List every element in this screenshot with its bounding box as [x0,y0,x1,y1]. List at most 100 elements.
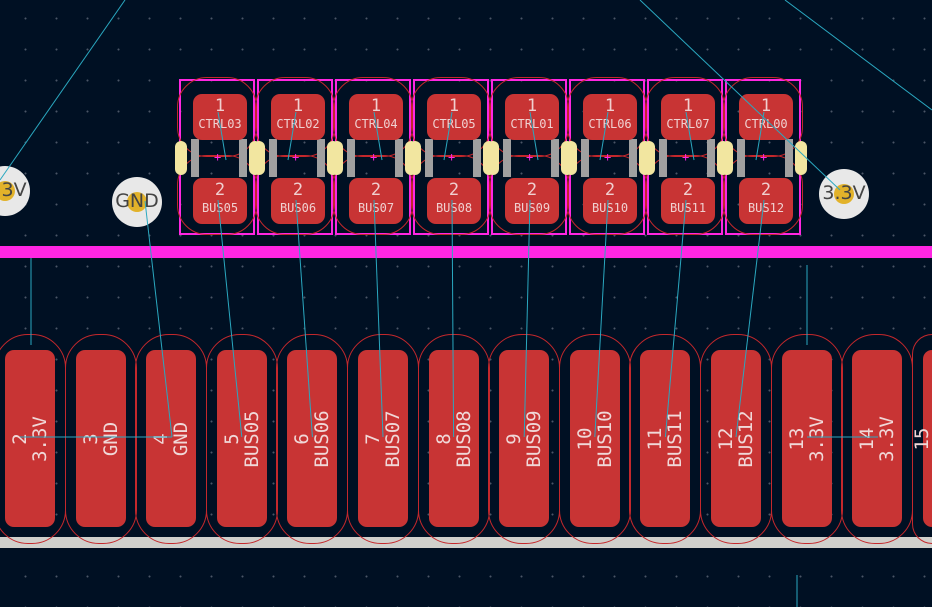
pad-number: 8 [432,432,455,445]
component-body [317,139,325,177]
solder-paste [487,141,499,175]
component-body [269,139,277,177]
component-body [395,139,403,177]
pad-number: 1 [214,96,226,116]
ratsnest-line [0,0,126,181]
pad-net-label: 3.3V [876,415,899,462]
anchor-cross-icon: + [292,150,300,164]
pad-net-label: BUS11 [669,201,707,215]
pad-net-label: BUS05 [201,201,239,215]
anchor-cross-icon: + [682,150,690,164]
pad-net-label: CTRL07 [666,117,710,131]
pad-net-label: GND [170,421,193,456]
solder-paste [331,141,343,175]
component-body [629,139,637,177]
pad-net-label: BUS09 [513,201,551,215]
pad-net-label: BUS07 [382,409,404,468]
pad-number: 1 [760,96,772,116]
component-body [191,139,199,177]
pad-net-label: GND [99,421,122,456]
pad-net-label: CTRL03 [198,117,242,131]
component-body [551,139,559,177]
via-hole [0,181,15,201]
pad-number: 2 [292,180,304,200]
pad-net-label: BUS12 [747,201,785,215]
pad-number: 2 [448,180,460,200]
anchor-cross-icon: + [370,150,378,164]
pad-number: 1 [370,96,382,116]
connector-edge-strip [0,537,932,548]
component-body [503,139,511,177]
pad-number: 1 [682,96,694,116]
pad-net-label: BUS06 [311,409,334,468]
pad-number: 2 [682,180,694,200]
pad-number: 1 [526,96,538,116]
ratsnest-line [784,0,932,111]
anchor-cross-icon: + [760,150,768,164]
connector-pad[interactable]: 15 [911,350,932,527]
component-body [707,139,715,177]
pad-number: 2 [214,180,226,200]
courtyard [177,155,257,235]
anchor-cross-icon: + [526,150,534,164]
pad-number: 2 [9,432,31,445]
solder-paste [795,141,807,175]
pad-net-label: CTRL05 [432,117,476,131]
anchor-cross-icon: + [604,150,612,164]
component-body [239,139,247,177]
via[interactable]: GND [112,177,162,227]
via[interactable]: 3.3V [0,166,30,216]
pad-net-label: BUS11 [664,409,687,468]
solder-paste [409,141,421,175]
via[interactable]: 3.3V [819,169,869,219]
pad-number: 5 [220,432,243,445]
board-edge-magenta [0,246,932,258]
